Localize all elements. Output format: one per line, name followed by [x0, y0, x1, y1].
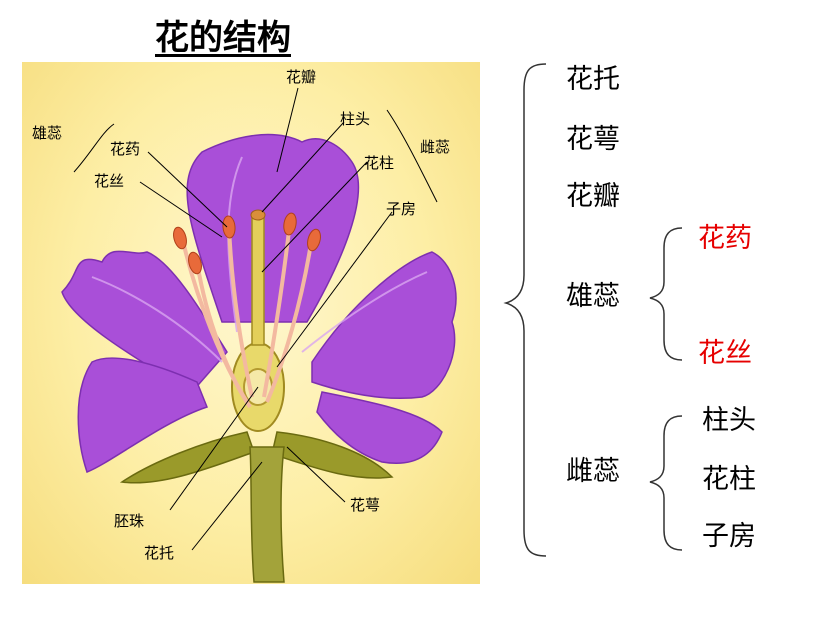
tree-sepal: 花萼	[566, 124, 620, 155]
petal-left	[61, 250, 228, 393]
label-receptacle: 花托	[144, 544, 175, 562]
label-sepal: 花萼	[350, 496, 381, 514]
label-style: 花柱	[364, 154, 395, 172]
sepal-left	[119, 431, 255, 484]
label-stamen: 雄蕊	[32, 124, 63, 142]
tree-filament: 花丝	[698, 338, 752, 369]
anthers	[173, 212, 321, 275]
page-title: 花的结构	[155, 18, 291, 58]
leader-lines	[139, 87, 393, 551]
tree-receptacle: 花托	[566, 64, 620, 95]
tree-stamen: 雄蕊	[566, 281, 620, 312]
petal-right	[311, 251, 457, 400]
label-ovule: 胚珠	[114, 512, 145, 530]
stigma-shape	[250, 209, 266, 221]
figure-brackets	[73, 109, 438, 203]
stem	[249, 446, 285, 583]
sepal-right	[271, 431, 394, 479]
tree-petal: 花瓣	[566, 181, 620, 212]
stamen-brace	[649, 227, 683, 361]
pistil-brace	[649, 415, 683, 551]
label-ovary: 子房	[386, 200, 417, 218]
label-petal: 花瓣	[286, 68, 317, 86]
petals	[61, 133, 457, 473]
petal-right-lower	[316, 391, 443, 464]
label-anther: 花药	[110, 140, 141, 158]
sepals	[119, 431, 394, 484]
flower-diagram: 花瓣 雄蕊 花药 花丝 柱头 花柱 雌蕊 子房 胚珠 花萼 花托	[22, 62, 480, 584]
tree-ovary: 子房	[702, 521, 756, 552]
tree-stigma: 柱头	[702, 405, 756, 436]
tree-style: 花柱	[702, 464, 756, 495]
petal-left-lower	[77, 357, 208, 473]
label-filament: 花丝	[94, 172, 125, 190]
tree-anther: 花药	[698, 223, 752, 254]
label-stigma: 柱头	[340, 110, 371, 128]
label-pistil: 雌蕊	[420, 138, 451, 156]
flower-illustration	[61, 87, 457, 583]
main-brace	[503, 63, 547, 557]
tree-pistil: 雌蕊	[566, 456, 620, 487]
filaments	[180, 221, 314, 409]
